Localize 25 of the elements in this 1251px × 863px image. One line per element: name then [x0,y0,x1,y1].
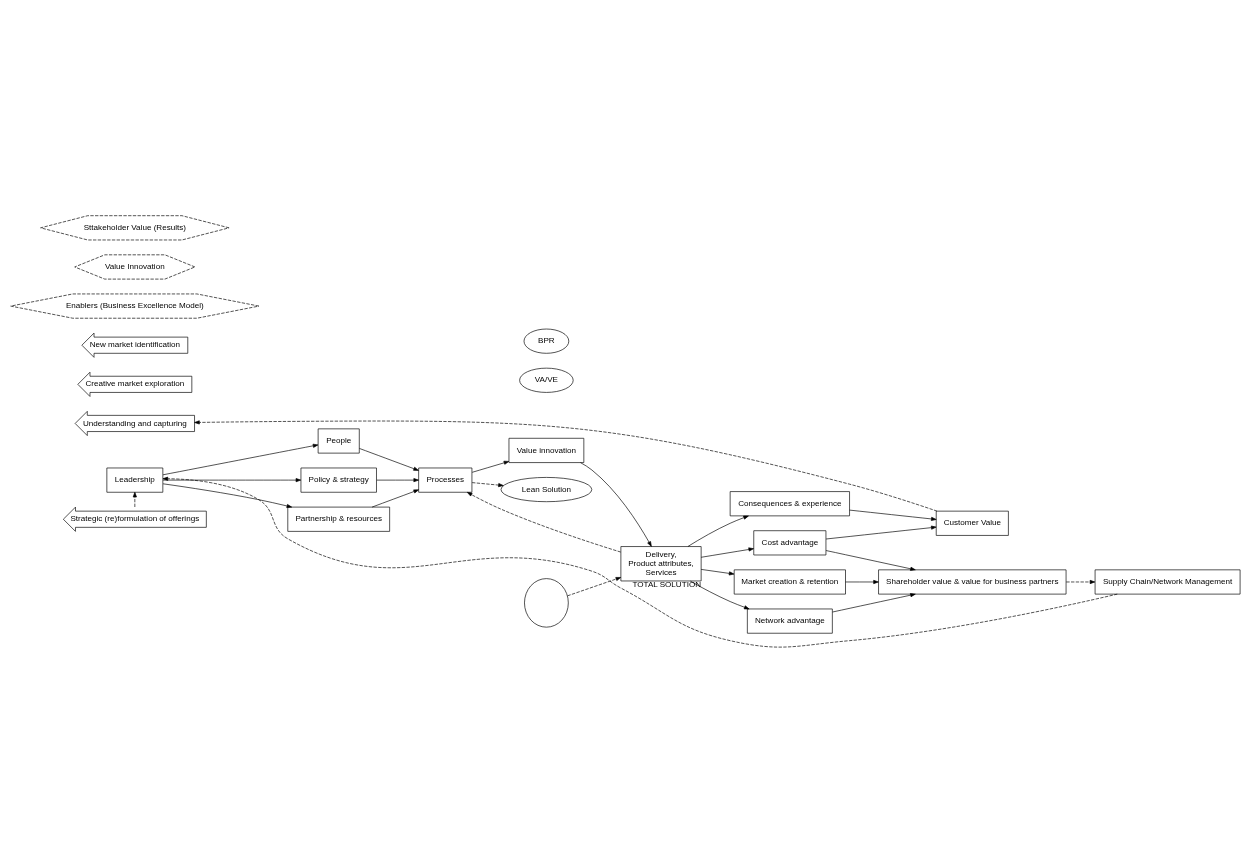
arrow [376,478,419,483]
arrow [132,491,137,508]
arrow [371,489,419,508]
arrow [162,483,292,508]
arrow [690,580,750,610]
arrow [359,448,419,471]
arrow [700,547,754,558]
arrow [1065,580,1096,584]
arrow [832,593,916,613]
node-ellipse [524,578,569,628]
arrow [700,569,735,576]
arrow [687,515,749,547]
arrow [849,509,937,521]
arrow [471,460,510,473]
arrow [567,577,622,597]
arrow [466,492,622,553]
arrow [580,462,652,547]
arrow [162,443,319,476]
arrow [162,478,302,483]
arrow [845,580,879,584]
arrow [825,550,916,571]
arrow [162,476,1118,648]
arrow [471,482,504,488]
arrow [825,525,937,540]
arrow [194,420,938,512]
